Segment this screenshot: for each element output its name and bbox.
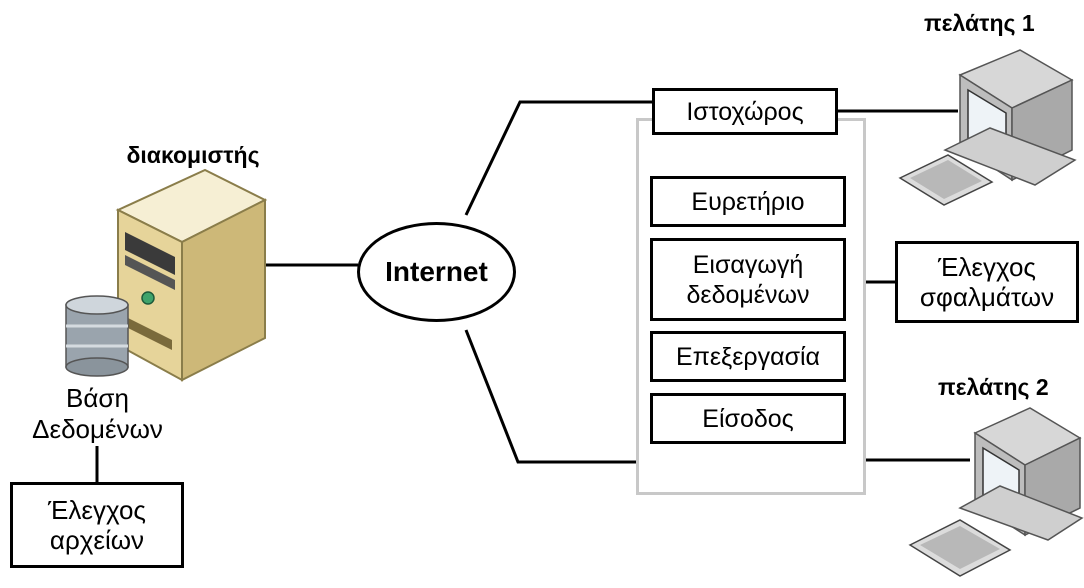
module-data-entry: Εισαγωγή δεδομένων <box>650 238 846 321</box>
computer-icon-client1 <box>898 49 1077 206</box>
internet-panel-link <box>464 329 636 464</box>
module-login: Είσοδος <box>650 393 846 444</box>
module-processing: Επεξεργασία <box>650 331 846 382</box>
database-label: Βάση Δεδομένων <box>5 383 190 445</box>
website-box: Ιστοχώρος <box>652 88 838 135</box>
file-check-box: Έλεγχος αρχείων <box>10 482 184 568</box>
database-label-line2: Δεδομένων <box>32 414 163 444</box>
server-icon <box>115 168 268 382</box>
client1-label: πελάτης 1 <box>924 10 1035 36</box>
database-icon <box>65 295 129 377</box>
internet-website-link <box>464 100 652 216</box>
module-data-entry-line1: Εισαγωγή <box>692 250 804 279</box>
database-label-line1: Βάση <box>66 383 129 413</box>
module-index: Ευρετήριο <box>650 176 846 227</box>
error-check-line1: Έλεγχος <box>938 252 1036 282</box>
file-check-line1: Έλεγχος <box>48 495 146 525</box>
client2-label: πελάτης 2 <box>938 374 1049 400</box>
computer-icon-client2 <box>908 407 1084 577</box>
error-check-box: Έλεγχος σφαλμάτων <box>895 241 1079 323</box>
error-check-line2: σφαλμάτων <box>919 282 1055 312</box>
module-data-entry-line2: δεδομένων <box>686 280 810 309</box>
server-label: διακομιστής <box>126 142 260 168</box>
internet-node: Internet <box>357 222 516 322</box>
file-check-line2: αρχείων <box>49 525 145 555</box>
